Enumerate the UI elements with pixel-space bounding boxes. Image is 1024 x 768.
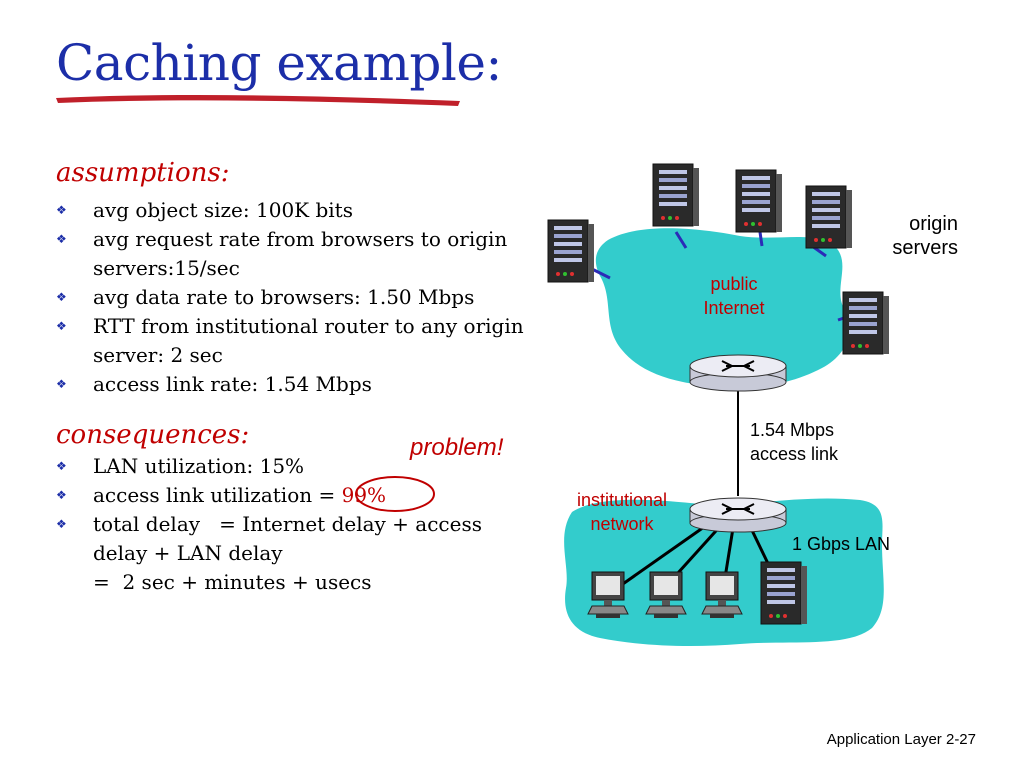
public-router xyxy=(689,354,787,392)
slide-title: Caching example: xyxy=(56,34,502,92)
problem-label: problem! xyxy=(410,434,504,461)
lan-label: 1 Gbps LAN xyxy=(792,534,891,554)
assumptions-heading: assumptions: xyxy=(56,158,230,188)
lan-host-server xyxy=(760,561,808,625)
assumption-item: ❖ access link rate: 1.54 Mbps xyxy=(56,370,526,399)
institutional-network-label: institutional network xyxy=(576,490,668,534)
origin-server-4 xyxy=(805,185,853,249)
diamond-bullet-icon: ❖ xyxy=(56,459,67,473)
consequence-item: ❖ total delay = Internet delay + access … xyxy=(56,512,482,594)
highlight-circle-99 xyxy=(355,476,435,512)
assumption-item: ❖ RTT from institutional router to any o… xyxy=(56,314,524,367)
consequence-item: ❖ access link utilization = 99% xyxy=(56,481,526,510)
diamond-bullet-icon: ❖ xyxy=(56,203,67,217)
origin-server-2 xyxy=(652,163,700,227)
access-util-prefix: access link utilization = xyxy=(93,483,342,507)
consequence-item: ❖ LAN utilization: 15% xyxy=(56,452,526,481)
diamond-bullet-icon: ❖ xyxy=(56,319,67,333)
access-link-label: 1.54 Mbps access link xyxy=(750,420,839,464)
diamond-bullet-icon: ❖ xyxy=(56,377,67,391)
assumption-item: ❖ avg object size: 100K bits xyxy=(56,196,526,225)
lan-host-pc-2 xyxy=(645,571,687,619)
public-internet-cloud xyxy=(595,228,851,388)
origin-server-3 xyxy=(735,169,783,233)
diamond-bullet-icon: ❖ xyxy=(56,517,67,531)
assumption-item: ❖ avg request rate from browsers to orig… xyxy=(56,227,508,280)
lan-host-pc-1 xyxy=(587,571,629,619)
diamond-bullet-icon: ❖ xyxy=(56,232,67,246)
institutional-router xyxy=(689,497,787,533)
server-links xyxy=(589,231,845,322)
origin-server-1 xyxy=(547,219,595,283)
access-util-value: 99% xyxy=(341,483,387,507)
public-internet-label: public Internet xyxy=(703,274,765,318)
diamond-bullet-icon: ❖ xyxy=(56,488,67,502)
slide-footer: Application Layer 2-27 xyxy=(826,731,976,748)
diamond-bullet-icon: ❖ xyxy=(56,290,67,304)
consequences-heading: consequences: xyxy=(56,420,250,450)
origin-server-5 xyxy=(842,291,890,355)
origin-servers-label: origin servers xyxy=(892,213,958,259)
assumption-item: ❖ avg data rate to browsers: 1.50 Mbps xyxy=(56,283,526,312)
title-underline xyxy=(56,94,460,106)
lan-host-pc-3 xyxy=(701,571,743,619)
